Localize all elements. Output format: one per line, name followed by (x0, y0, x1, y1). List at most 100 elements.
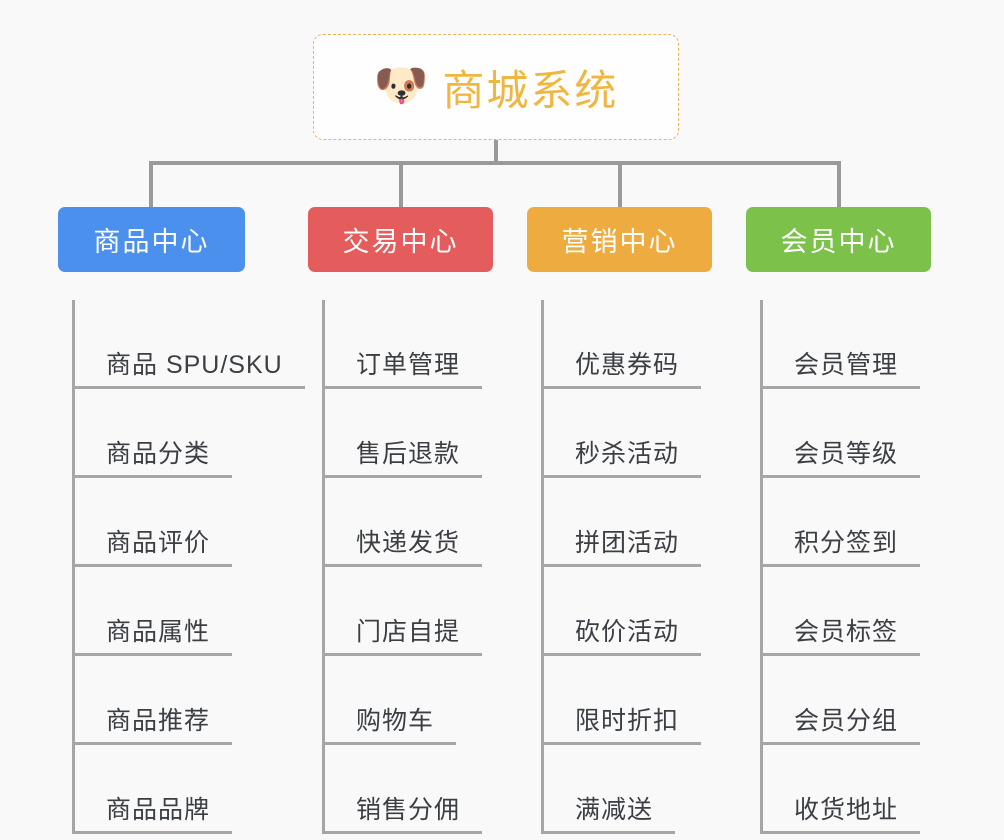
leaf-item-label: 限时折扣 (575, 707, 680, 735)
leaf-item[interactable]: 会员标签 (746, 567, 931, 656)
leaf-item[interactable]: 商品分类 (58, 389, 245, 478)
shiba-dog-icon: 🐶 (373, 61, 429, 110)
connector-spine-member-center (760, 300, 763, 834)
column-items-marketing-center: 优惠券码秒杀活动拼团活动砍价活动限时折扣满减送 (527, 300, 712, 834)
leaf-item-label: 会员分组 (794, 707, 899, 735)
leaf-item-underline: 商品推荐 (72, 701, 233, 745)
connector-spine-product-center (72, 300, 75, 834)
root-node-shopping-mall-system[interactable]: 🐶 商城系统 (313, 34, 679, 140)
column-member-center: 会员中心会员管理会员等级积分签到会员标签会员分组收货地址 (746, 207, 931, 834)
leaf-item-label: 快递发货 (356, 529, 461, 557)
leaf-item[interactable]: 门店自提 (308, 567, 493, 656)
leaf-item-label: 会员等级 (794, 440, 899, 468)
leaf-item[interactable]: 会员分组 (746, 656, 931, 745)
column-header-label: 交易中心 (342, 227, 459, 257)
leaf-item[interactable]: 满减送 (527, 745, 712, 834)
leaf-item-label: 订单管理 (356, 351, 461, 379)
leaf-item-label: 满减送 (575, 796, 654, 824)
leaf-item[interactable]: 积分签到 (746, 478, 931, 567)
column-header-marketing-center[interactable]: 营销中心 (527, 207, 712, 272)
root-node-label: 商城系统 (442, 66, 619, 114)
leaf-item-underline: 会员标签 (760, 612, 921, 656)
leaf-item[interactable]: 销售分佣 (308, 745, 493, 834)
leaf-item-label: 售后退款 (356, 440, 461, 468)
leaf-item[interactable]: 商品 SPU/SKU (58, 300, 305, 389)
leaf-item-underline: 门店自提 (322, 612, 483, 656)
leaf-item-underline: 快递发货 (322, 523, 483, 567)
column-header-member-center[interactable]: 会员中心 (746, 207, 931, 272)
leaf-item[interactable]: 会员管理 (746, 300, 931, 389)
leaf-item[interactable]: 限时折扣 (527, 656, 712, 745)
leaf-item-label: 商品评价 (106, 529, 211, 557)
leaf-item-label: 会员管理 (794, 351, 899, 379)
leaf-item-underline: 销售分佣 (322, 790, 483, 834)
leaf-item-underline: 砍价活动 (541, 612, 702, 656)
leaf-item-underline: 会员管理 (760, 345, 921, 389)
leaf-item-underline: 积分签到 (760, 523, 921, 567)
column-header-label: 会员中心 (780, 227, 897, 257)
connector-spine-trade-center (322, 300, 325, 834)
leaf-item-label: 拼团活动 (575, 529, 680, 557)
leaf-item-label: 砍价活动 (575, 618, 680, 646)
leaf-item-underline: 会员等级 (760, 434, 921, 478)
leaf-item-label: 销售分佣 (356, 796, 461, 824)
column-items-trade-center: 订单管理售后退款快递发货门店自提购物车销售分佣 (308, 300, 493, 834)
leaf-item[interactable]: 优惠券码 (527, 300, 712, 389)
leaf-item-label: 门店自提 (356, 618, 461, 646)
leaf-item[interactable]: 商品评价 (58, 478, 245, 567)
leaf-item-underline: 限时折扣 (541, 701, 702, 745)
leaf-item-label: 商品属性 (106, 618, 211, 646)
leaf-item-label: 积分签到 (794, 529, 899, 557)
leaf-item-label: 购物车 (356, 707, 435, 735)
column-items-member-center: 会员管理会员等级积分签到会员标签会员分组收货地址 (746, 300, 931, 834)
leaf-item[interactable]: 订单管理 (308, 300, 493, 389)
column-header-product-center[interactable]: 商品中心 (58, 207, 245, 272)
leaf-item[interactable]: 收货地址 (746, 745, 931, 834)
column-trade-center: 交易中心订单管理售后退款快递发货门店自提购物车销售分佣 (308, 207, 493, 834)
leaf-item-underline: 商品分类 (72, 434, 233, 478)
column-product-center: 商品中心商品 SPU/SKU 商品分类商品评价商品属性商品推荐商品品牌 (58, 207, 305, 834)
leaf-item[interactable]: 商品品牌 (58, 745, 245, 834)
leaf-item-underline: 拼团活动 (541, 523, 702, 567)
leaf-item-label: 商品品牌 (106, 796, 211, 824)
leaf-item[interactable]: 拼团活动 (527, 478, 712, 567)
leaf-item[interactable]: 商品属性 (58, 567, 245, 656)
column-header-label: 营销中心 (561, 227, 678, 257)
leaf-item-underline: 商品属性 (72, 612, 233, 656)
leaf-item-underline: 会员分组 (760, 701, 921, 745)
column-marketing-center: 营销中心优惠券码秒杀活动拼团活动砍价活动限时折扣满减送 (527, 207, 712, 834)
leaf-item-label: 秒杀活动 (575, 440, 680, 468)
leaf-item-underline: 商品 SPU/SKU (72, 345, 305, 389)
leaf-item-underline: 优惠券码 (541, 345, 702, 389)
leaf-item[interactable]: 会员等级 (746, 389, 931, 478)
connector-drop-product-center (149, 161, 153, 207)
leaf-item-label: 商品分类 (106, 440, 211, 468)
leaf-item[interactable]: 购物车 (308, 656, 493, 745)
leaf-item-label: 商品推荐 (106, 707, 211, 735)
leaf-item[interactable]: 商品推荐 (58, 656, 245, 745)
column-items-product-center: 商品 SPU/SKU 商品分类商品评价商品属性商品推荐商品品牌 (58, 300, 305, 834)
leaf-item[interactable]: 快递发货 (308, 478, 493, 567)
leaf-item-label: 商品 SPU/SKU (106, 351, 283, 379)
leaf-item[interactable]: 秒杀活动 (527, 389, 712, 478)
leaf-item-underline: 收货地址 (760, 790, 921, 834)
connector-horizontal-bus (150, 161, 840, 165)
connector-drop-member-center (837, 161, 841, 207)
column-header-trade-center[interactable]: 交易中心 (308, 207, 493, 272)
leaf-item-underline: 订单管理 (322, 345, 483, 389)
leaf-item-underline: 商品评价 (72, 523, 233, 567)
leaf-item-underline: 满减送 (541, 790, 676, 834)
leaf-item-label: 优惠券码 (575, 351, 680, 379)
connector-spine-marketing-center (541, 300, 544, 834)
leaf-item-underline: 商品品牌 (72, 790, 233, 834)
leaf-item-label: 收货地址 (794, 796, 899, 824)
connector-drop-marketing-center (618, 161, 622, 207)
leaf-item-underline: 购物车 (322, 701, 457, 745)
leaf-item[interactable]: 售后退款 (308, 389, 493, 478)
leaf-item-label: 会员标签 (794, 618, 899, 646)
leaf-item-underline: 秒杀活动 (541, 434, 702, 478)
leaf-item[interactable]: 砍价活动 (527, 567, 712, 656)
connector-root-stem (494, 140, 498, 163)
leaf-item-underline: 售后退款 (322, 434, 483, 478)
